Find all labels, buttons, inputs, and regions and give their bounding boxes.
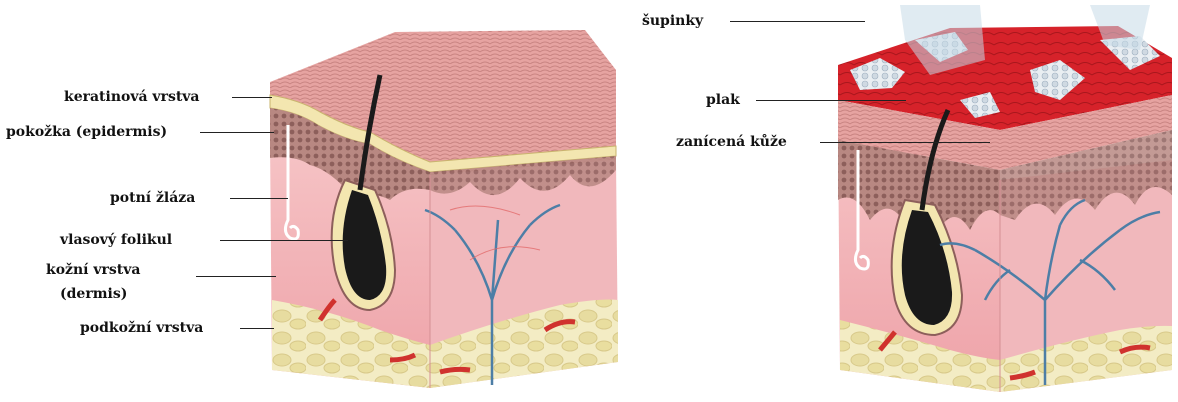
leader-subcutaneous — [240, 328, 274, 329]
leader-hair-follicle — [220, 240, 348, 241]
label-sweat-gland: potní žláza — [110, 190, 195, 206]
leader-scales — [730, 21, 865, 22]
leader-epidermis — [200, 132, 274, 133]
label-scales: šupinky — [642, 13, 703, 29]
leader-keratin-layer — [232, 97, 272, 98]
label-epidermis: pokožka (epidermis) — [6, 124, 167, 140]
label-dermis: kožní vrstva — [46, 262, 140, 278]
leader-plaque — [756, 100, 906, 101]
label-subcutaneous: podkožní vrstva — [80, 320, 203, 336]
psoriasis-skin-illustration — [838, 5, 1172, 392]
leader-sweat-gland — [230, 198, 288, 199]
leader-dermis — [196, 276, 276, 277]
label-keratin-layer: keratinová vrstva — [64, 89, 200, 105]
label-dermis-sub: (dermis) — [60, 286, 127, 302]
label-plaque: plak — [706, 92, 740, 108]
leader-inflamed-skin — [820, 142, 990, 143]
label-inflamed-skin: zanícená kůže — [676, 134, 787, 150]
normal-skin-illustration — [270, 30, 618, 388]
label-hair-follicle: vlasový folikul — [60, 232, 172, 248]
